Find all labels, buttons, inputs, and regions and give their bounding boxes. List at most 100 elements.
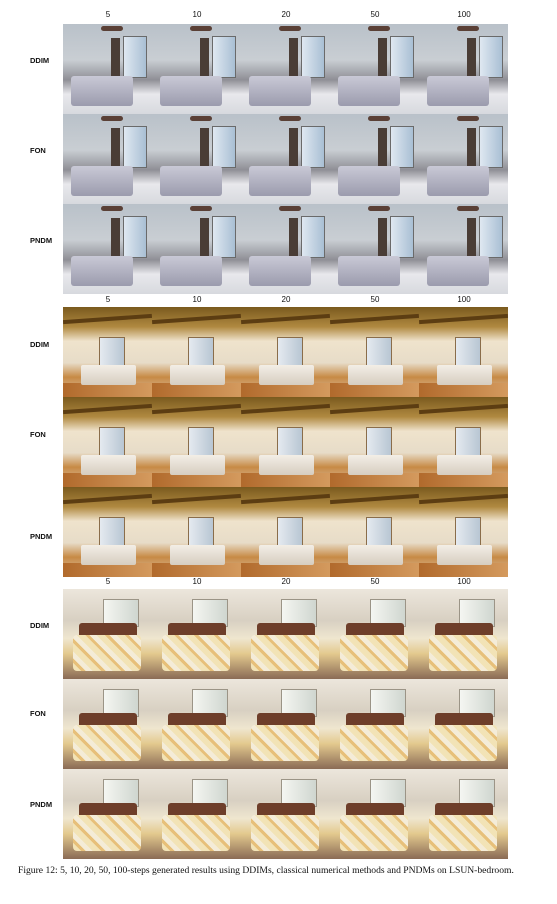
wood-floor (63, 563, 152, 577)
wood-floor (63, 383, 152, 397)
sample-image (63, 679, 152, 769)
curtain (378, 218, 387, 260)
step-header: 50 (370, 577, 380, 586)
sample-image (419, 589, 508, 679)
wood-floor (152, 383, 241, 397)
sample-image (330, 307, 419, 397)
image-grid (63, 589, 510, 859)
wood-floor (419, 563, 508, 577)
duvet-stripe (75, 741, 139, 744)
ceiling-beam (152, 403, 241, 415)
step-header: 5 (105, 10, 111, 19)
ceiling-beam (152, 493, 241, 505)
step-header: 10 (192, 295, 202, 304)
wood-floor (152, 563, 241, 577)
method-label: FON (30, 709, 46, 718)
sample-image (63, 204, 152, 294)
sample-image (152, 769, 241, 859)
step-header: 20 (281, 10, 291, 19)
sample-image (419, 397, 508, 487)
step-header: 50 (370, 295, 380, 304)
method-label: PNDM (30, 800, 53, 809)
headboard (435, 623, 493, 637)
wood-floor (330, 383, 419, 397)
wood-floor (330, 563, 419, 577)
method-label: DDIM (30, 56, 50, 65)
method-label: FON (30, 430, 46, 439)
headboard (79, 623, 137, 637)
curtain (200, 218, 209, 260)
step-header: 100 (457, 577, 471, 586)
sample-image (419, 487, 508, 577)
sample-image (419, 769, 508, 859)
curtain (378, 128, 387, 170)
sample-image (419, 24, 508, 114)
sample-image (63, 487, 152, 577)
headboard (346, 803, 404, 817)
ceiling-fan (368, 116, 390, 121)
sample-image (63, 397, 152, 487)
sample-image (241, 679, 330, 769)
duvet-stripe (75, 651, 139, 654)
ceiling-fan (190, 26, 212, 31)
headboard (257, 803, 315, 817)
ceiling-fan (190, 206, 212, 211)
ceiling-beam (419, 313, 508, 325)
method-label: PNDM (30, 532, 53, 541)
sample-image (152, 397, 241, 487)
sample-image (63, 24, 152, 114)
step-header: 20 (281, 295, 291, 304)
curtain (378, 38, 387, 80)
curtain (200, 38, 209, 80)
ceiling-beam (241, 493, 330, 505)
duvet-stripe (431, 741, 495, 744)
sample-image (241, 204, 330, 294)
sample-image (63, 769, 152, 859)
duvet-stripe (431, 651, 495, 654)
duvet-stripe (75, 831, 139, 834)
curtain (467, 218, 476, 260)
ceiling-beam (330, 313, 419, 325)
ceiling-beam (241, 313, 330, 325)
duvet-stripe (342, 831, 406, 834)
headboard (257, 713, 315, 727)
panel-3: 5 10 20 50 100 DDIM FON PNDM (0, 575, 557, 863)
step-header: 5 (105, 577, 111, 586)
ceiling-fan (279, 206, 301, 211)
step-header: 50 (370, 10, 380, 19)
method-label: DDIM (30, 621, 50, 630)
wood-floor (241, 383, 330, 397)
curtain (200, 128, 209, 170)
sample-image (330, 769, 419, 859)
ceiling-beam (63, 313, 152, 325)
ceiling-beam (63, 493, 152, 505)
headboard (435, 713, 493, 727)
step-header: 100 (457, 295, 471, 304)
sample-image (241, 307, 330, 397)
method-label: PNDM (30, 236, 53, 245)
headboard (79, 803, 137, 817)
method-label: FON (30, 146, 46, 155)
wood-floor (63, 473, 152, 487)
sample-image (330, 487, 419, 577)
ceiling-fan (457, 116, 479, 121)
step-header: 100 (457, 10, 471, 19)
curtain (289, 128, 298, 170)
sample-image (152, 679, 241, 769)
wood-floor (419, 473, 508, 487)
duvet-stripe (164, 651, 228, 654)
curtain (467, 38, 476, 80)
ceiling-beam (63, 403, 152, 415)
sample-image (241, 769, 330, 859)
headboard (168, 623, 226, 637)
step-header: 20 (281, 577, 291, 586)
ceiling-beam (330, 493, 419, 505)
wood-floor (419, 383, 508, 397)
sample-image (152, 204, 241, 294)
headboard (435, 803, 493, 817)
ceiling-fan (101, 206, 123, 211)
headboard (168, 803, 226, 817)
ceiling-beam (419, 493, 508, 505)
duvet-stripe (253, 831, 317, 834)
ceiling-beam (152, 313, 241, 325)
